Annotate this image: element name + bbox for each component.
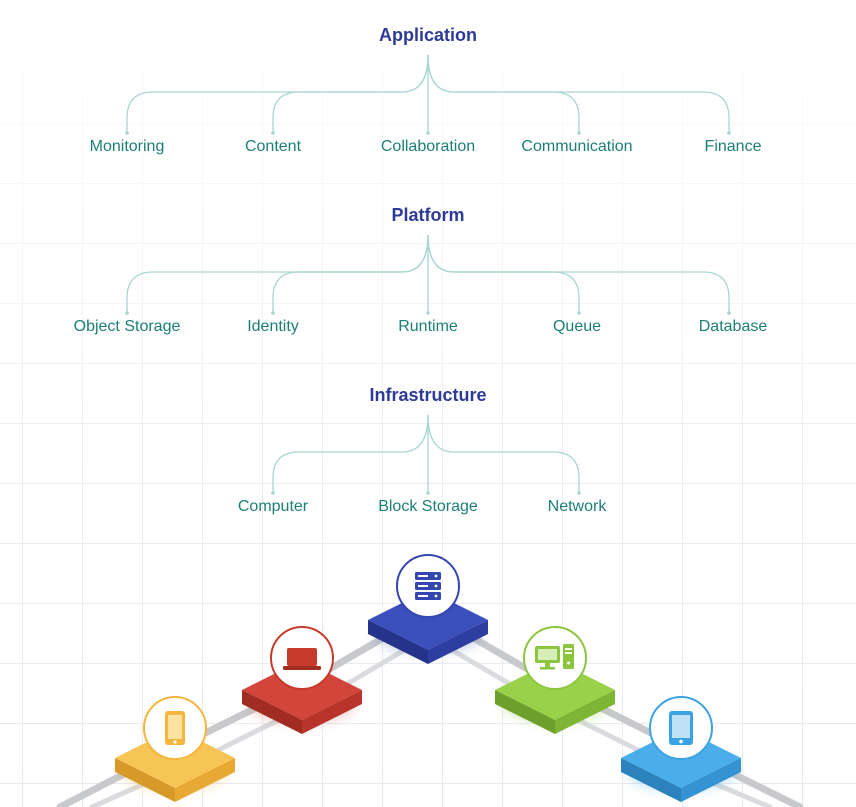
connector-end-dot-application-0: [125, 131, 129, 135]
node-queue: Queue: [552, 318, 602, 335]
connector-end-dot-application-4: [727, 131, 731, 135]
connector-platform-0: [126, 234, 429, 313]
connector-end-dot-infrastructure-2: [577, 491, 581, 495]
node-computer: Computer: [237, 498, 309, 515]
node-communication: Communication: [521, 138, 633, 155]
connector-platform-3: [427, 234, 580, 313]
node-object-storage: Object Storage: [73, 318, 181, 335]
connector-end-dot-platform-3: [577, 311, 581, 315]
node-network: Network: [547, 498, 607, 515]
node-identity: Identity: [247, 318, 299, 335]
connector-end-dot-application-3: [577, 131, 581, 135]
connector-application-1: [272, 54, 429, 133]
node-content: Content: [244, 138, 302, 155]
connector-application-0: [126, 54, 429, 133]
connector-end-dot-platform-1: [271, 311, 275, 315]
connector-platform-1: [272, 234, 429, 313]
connector-end-dot-application-2: [426, 131, 430, 135]
node-block-storage: Block Storage: [378, 498, 478, 515]
connector-application-3: [427, 54, 580, 133]
connector-end-dot-platform-0: [125, 311, 129, 315]
node-monitoring: Monitoring: [89, 138, 165, 155]
node-runtime: Runtime: [398, 318, 458, 335]
node-collaboration: Collaboration: [380, 138, 476, 155]
group-title-application: Application: [379, 25, 477, 45]
connector-end-dot-infrastructure-1: [426, 491, 430, 495]
node-finance: Finance: [704, 138, 762, 155]
group-title-infrastructure: Infrastructure: [369, 385, 487, 405]
connector-end-dot-platform-4: [727, 311, 731, 315]
connector-platform-4: [427, 234, 730, 313]
group-title-platform: Platform: [391, 205, 465, 225]
connector-end-dot-infrastructure-0: [271, 491, 275, 495]
connector-application-4: [427, 54, 730, 133]
connector-end-dot-platform-2: [426, 311, 430, 315]
connector-infrastructure-0: [272, 414, 429, 493]
connector-lines: [125, 54, 731, 495]
connector-infrastructure-2: [427, 414, 580, 493]
node-database: Database: [698, 318, 768, 335]
connector-end-dot-application-1: [271, 131, 275, 135]
